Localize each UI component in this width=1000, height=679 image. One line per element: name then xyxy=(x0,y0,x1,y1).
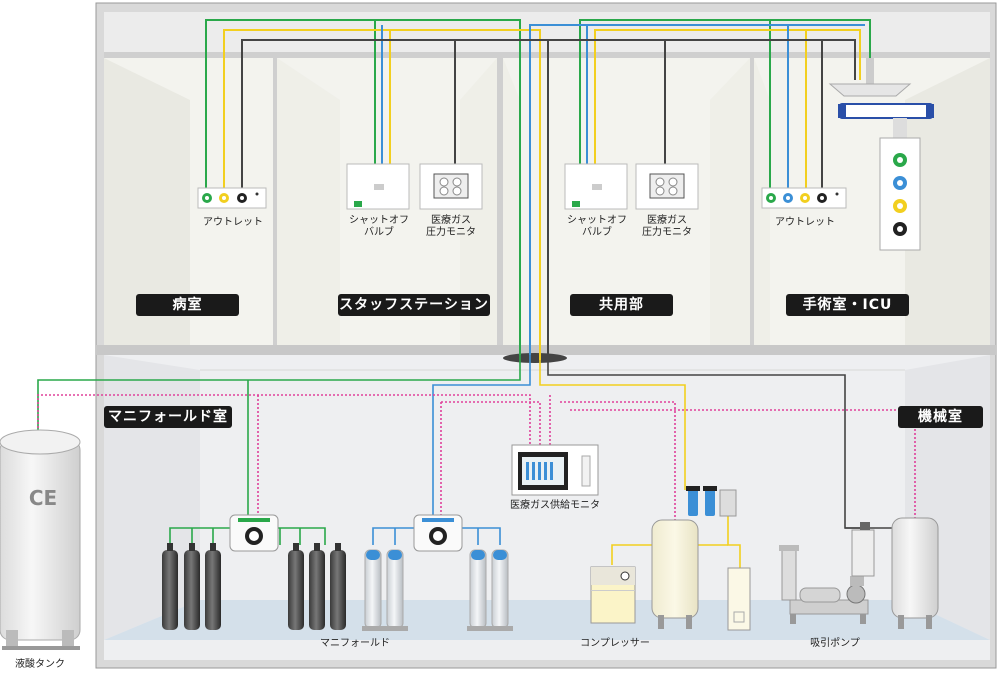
pressure-monitor-label-2: 医療ガス圧力モニタ xyxy=(642,215,692,238)
pressure-monitor-label-1: 医療ガス圧力モニタ xyxy=(426,215,476,238)
room-label-or-icu: 手術室・ICU xyxy=(786,294,909,316)
lox-tank-label: 液酸タンク xyxy=(15,659,65,670)
compressor-label: コンプレッサー xyxy=(580,638,650,649)
outlet-or xyxy=(761,187,847,209)
shutoff-valve-staff xyxy=(346,163,410,210)
vacuum-receiver xyxy=(891,517,939,629)
ceiling-pendant xyxy=(828,58,934,251)
outlet-label-2: アウトレット xyxy=(775,217,835,228)
air-receiver xyxy=(651,519,699,629)
room-label-staff-station: スタッフステーション xyxy=(338,294,490,316)
air-filters xyxy=(686,486,737,517)
manifold-nitrous xyxy=(413,514,463,552)
outlet-label-1: アウトレット xyxy=(203,217,263,228)
nitrous-cylinders xyxy=(362,549,513,631)
room-label-patient: 病室 xyxy=(136,294,239,316)
shutoff-valve-label-2: シャットオフバルブ xyxy=(567,215,627,238)
room-label-common: 共用部 xyxy=(570,294,673,316)
shutoff-valve-common xyxy=(564,163,628,210)
pressure-monitor-staff xyxy=(419,163,483,210)
oxygen-cylinders xyxy=(162,543,346,630)
room-label-manifold: マニフォールド室 xyxy=(104,406,232,428)
shutoff-valve-label-1: シャットオフバルブ xyxy=(349,215,409,238)
compressor xyxy=(590,566,636,624)
lox-tank xyxy=(0,429,81,650)
ce-label: CE xyxy=(28,486,58,510)
vacuum-pump xyxy=(779,522,875,624)
manifold-oxygen xyxy=(229,514,279,552)
manifold-label: マニフォールド xyxy=(320,638,390,649)
room-label-machine: 機械室 xyxy=(898,406,983,428)
outlet-patient-room xyxy=(197,187,267,209)
air-dryer xyxy=(727,567,751,631)
supply-monitor-label: 医療ガス供給モニタ xyxy=(510,500,600,511)
upper-pipes xyxy=(205,19,871,360)
supply-monitor xyxy=(511,444,599,496)
vacuum-pump-label: 吸引ポンプ xyxy=(810,638,860,649)
pressure-monitor-common xyxy=(635,163,699,210)
